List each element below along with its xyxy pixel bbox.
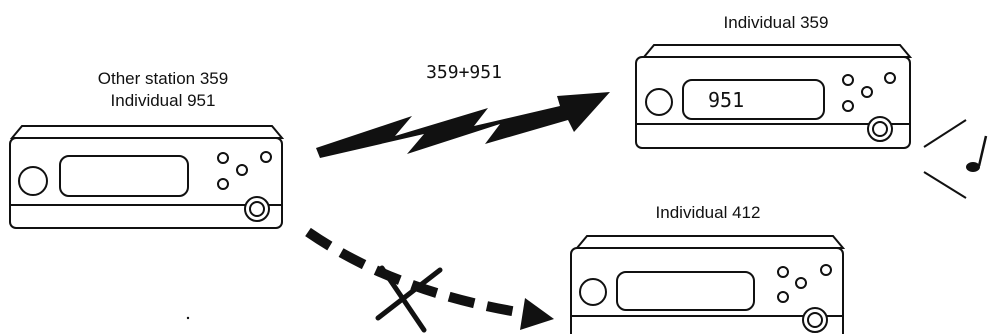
receiver-other-radio-unit-icon [570,235,846,334]
sender-label-line2: Individual 951 [111,91,216,110]
receiver-match-display-text: 951 [708,88,744,112]
sound-lines-icon [923,119,967,199]
dashed-arrow-icon [305,227,554,330]
receiver-other-label: Individual 412 [656,203,761,222]
stray-dot [186,316,190,320]
music-note-icon [966,135,988,172]
x-mark-icon [375,265,443,333]
receiver-match-radio-unit-icon [635,44,913,149]
sender-radio-unit-icon [9,125,285,229]
sender-label-line1: Other station 359 [98,69,228,88]
receiver-match-label: Individual 359 [724,13,829,32]
lightning-arrow-icon [316,92,610,158]
signal-code-text: 359+951 [426,62,502,83]
